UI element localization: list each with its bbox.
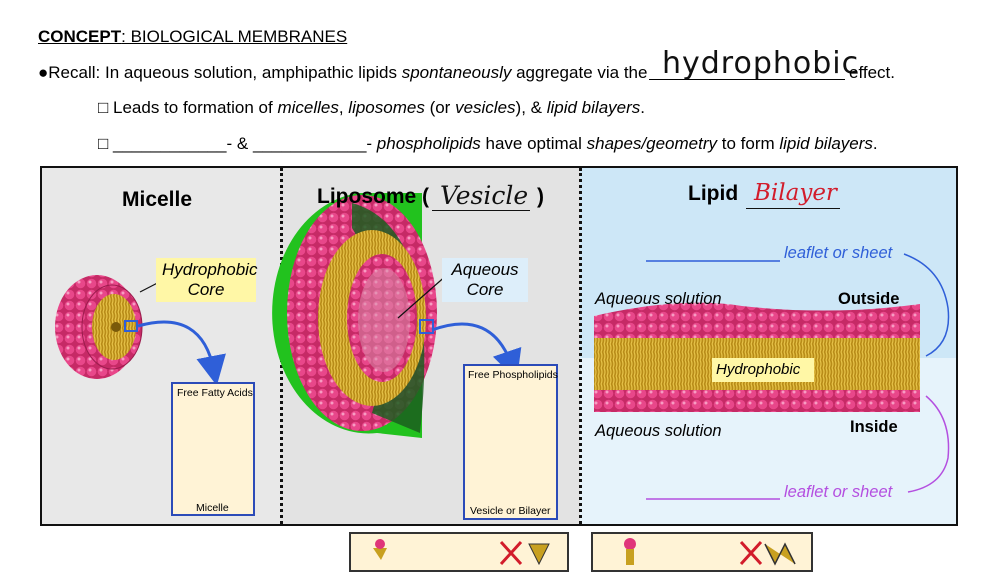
leads-bilayers: lipid bilayers bbox=[546, 98, 641, 117]
shape-comparison-1 bbox=[373, 539, 550, 566]
micelle-core-line1: Hydrophobic bbox=[162, 260, 258, 279]
liposome-core-line1: Aqueous bbox=[451, 260, 519, 279]
leads-liposomes: liposomes bbox=[348, 98, 425, 117]
recall-handwritten-answer: hydrophobic bbox=[662, 46, 860, 81]
recall-spontaneously: spontaneously bbox=[401, 63, 512, 82]
shapes-bilayers: lipid bilayers bbox=[779, 134, 873, 153]
leads-or: (or bbox=[424, 98, 456, 117]
bottom-shape-box-1 bbox=[349, 532, 569, 572]
concept-label: CONCEPT bbox=[38, 27, 122, 46]
liposome-illustration bbox=[272, 193, 522, 438]
recall-line: ●Recall: In aqueous solution, amphipathi… bbox=[38, 63, 647, 83]
inside-label: Inside bbox=[850, 418, 898, 436]
shapes-toform: to form bbox=[717, 134, 780, 153]
micelle-core-line2: Core bbox=[187, 280, 225, 299]
micelle-core-label: Hydrophobic Core bbox=[156, 258, 258, 302]
micelle-box bbox=[171, 382, 255, 516]
liposome-core-label: Aqueous Core bbox=[442, 258, 528, 302]
micelle-box-caption: Micelle bbox=[196, 502, 229, 514]
bottom-shape-box-2 bbox=[591, 532, 813, 572]
leads-close: ), & bbox=[515, 98, 547, 117]
recall-suffix: effect. bbox=[849, 63, 895, 82]
liposome-handwritten-answer: Vesicle bbox=[440, 181, 529, 210]
shapes-dash: - bbox=[366, 134, 377, 153]
shapes-blank-1: ____________ bbox=[113, 134, 227, 153]
bilayer-illustration bbox=[594, 253, 950, 500]
shapes-have: have optimal bbox=[480, 134, 587, 153]
hydrophobic-label: Hydrophobic bbox=[716, 361, 801, 378]
panel-divider-2 bbox=[579, 168, 582, 524]
shapes-period: . bbox=[872, 134, 878, 153]
liposome-core-line2: Core bbox=[466, 280, 504, 299]
checkbox-icon: □ bbox=[98, 98, 109, 117]
liposome-title-suffix: ) bbox=[537, 185, 544, 208]
outside-label: Outside bbox=[838, 290, 900, 308]
concept-title: CONCEPT: BIOLOGICAL MEMBRANES bbox=[38, 27, 347, 47]
micelle-title: Micelle bbox=[122, 188, 193, 211]
bilayer-blank-line bbox=[746, 208, 840, 209]
micelle-illustration bbox=[55, 275, 226, 386]
recall-blank-line bbox=[649, 79, 845, 80]
bilayer-handwritten-answer: Bilayer bbox=[754, 180, 837, 206]
figure-panels: Micelle Hydrophobic Core Free Fatty Acid… bbox=[40, 166, 958, 526]
bullet: ● bbox=[38, 63, 49, 82]
checkbox-icon: □ bbox=[98, 134, 109, 153]
aqueous-top-label: Aqueous solution bbox=[595, 290, 722, 308]
leaflet-bottom-label: leaflet or sheet bbox=[784, 483, 893, 501]
shape-comparison-2 bbox=[624, 538, 796, 566]
shapes-line: □ ____________- & ____________- phosphol… bbox=[98, 134, 878, 154]
concept-topic: : BIOLOGICAL MEMBRANES bbox=[121, 27, 348, 46]
recall-middle: aggregate via the bbox=[511, 63, 648, 82]
recall-prefix: Recall: In aqueous solution, amphipathic… bbox=[48, 63, 402, 82]
shapes-geometry: shapes/geometry bbox=[586, 134, 718, 153]
leads-period: . bbox=[640, 98, 645, 117]
leads-prefix: Leads to formation of bbox=[108, 98, 278, 117]
micelle-box-title: Free Fatty Acids bbox=[177, 387, 253, 399]
leaflet-top-label: leaflet or sheet bbox=[784, 244, 893, 262]
leads-micelles: micelles bbox=[277, 98, 339, 117]
leads-line: □ Leads to formation of micelles, liposo… bbox=[98, 98, 645, 118]
shapes-phospholipids: phospholipids bbox=[376, 134, 481, 153]
shapes-and: - & bbox=[226, 134, 253, 153]
liposome-box-caption: Vesicle or Bilayer bbox=[470, 505, 551, 517]
liposome-title-prefix: Liposome ( bbox=[317, 185, 430, 208]
liposome-title: Liposome ( bbox=[317, 185, 429, 209]
leads-vesicles: vesicles bbox=[455, 98, 516, 117]
bilayer-title: Lipid bbox=[688, 182, 739, 205]
shapes-blank-2: ____________ bbox=[252, 134, 367, 153]
liposome-box bbox=[463, 364, 558, 520]
aqueous-bottom-label: Aqueous solution bbox=[595, 422, 722, 440]
liposome-box-title: Free Phospholipids bbox=[468, 369, 558, 381]
liposome-blank-line bbox=[432, 210, 530, 211]
leads-comma: , bbox=[338, 98, 349, 117]
